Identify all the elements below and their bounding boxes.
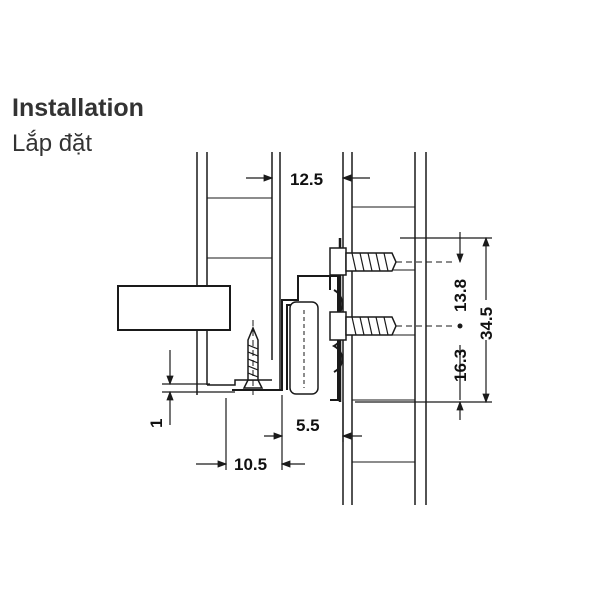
dim-side-offset — [264, 395, 362, 442]
upper-screw — [329, 247, 397, 276]
dim-screw-setback — [196, 398, 305, 470]
dim-label-13-8: 13.8 — [451, 279, 470, 312]
dim-label-12-5: 12.5 — [290, 170, 323, 189]
bottom-screw — [242, 326, 264, 389]
page-subtitle: Lắp đặt — [12, 130, 93, 157]
dim-label-34-5: 34.5 — [477, 307, 496, 340]
centerlines — [252, 261, 455, 395]
drawer-bottom-board — [117, 285, 231, 331]
dim-bottom-clearance — [162, 350, 235, 425]
dim-label-5-5: 5.5 — [296, 416, 320, 435]
dim-right-extensions — [355, 232, 492, 420]
centerline-dot — [457, 323, 463, 329]
left-side-panel — [196, 152, 281, 395]
dim-label-1: 1 — [147, 419, 166, 428]
dim-label-10-5: 10.5 — [234, 455, 267, 474]
lower-screw — [329, 311, 397, 341]
dim-label-16-3: 16.3 — [451, 349, 470, 382]
page-title: Installation — [12, 94, 144, 122]
